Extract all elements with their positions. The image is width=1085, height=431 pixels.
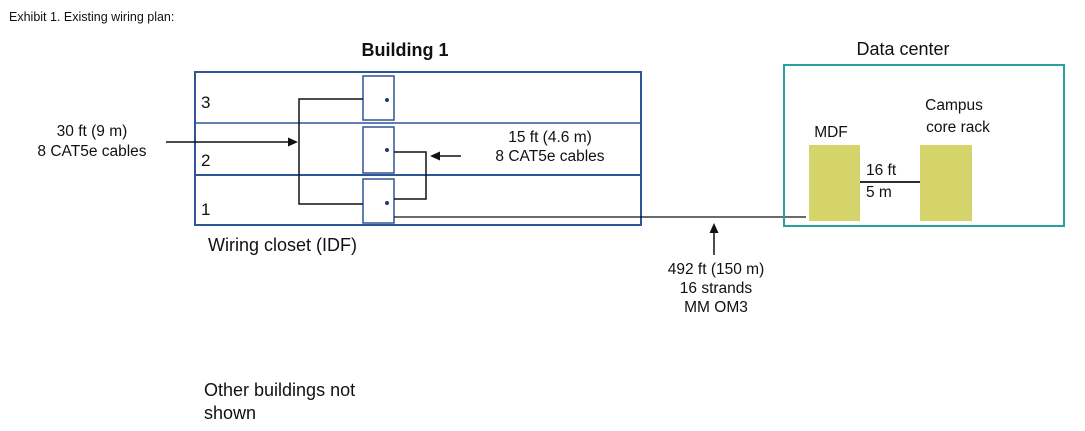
cat5e-run-floor-3 — [298, 98, 363, 205]
building-outline — [194, 71, 642, 226]
mdf-label: MDF — [814, 124, 848, 141]
cat5e-run-floor-2 — [394, 151, 427, 200]
mdf-rack — [809, 145, 860, 221]
closet-floor-3 — [362, 75, 395, 121]
closet-label: Wiring closet (IDF) — [208, 235, 357, 255]
floor-label-1: 1 — [201, 200, 210, 219]
building-title: Building 1 — [362, 40, 449, 60]
floor2-run-cables: 8 CAT5e cables — [495, 148, 604, 165]
core-rack-label-line2: core rack — [926, 119, 990, 136]
fiber-run-strands: 16 strands — [680, 280, 753, 297]
closet-port-floor-3 — [385, 98, 389, 102]
core-rack — [920, 145, 972, 221]
floor3-run-length: 30 ft (9 m) — [57, 123, 128, 140]
closet-floor-2 — [362, 126, 395, 174]
floor-label-3: 3 — [201, 93, 210, 112]
fiber-run-type: MM OM3 — [684, 299, 748, 316]
exhibit-caption: Exhibit 1. Existing wiring plan: — [9, 10, 174, 24]
mdf-core-link-m: 5 m — [866, 184, 892, 201]
fiber-run-arrowhead — [709, 223, 719, 233]
annotation-floor-3-run: 30 ft (9 m) 8 CAT5e cables — [37, 123, 298, 160]
footnote-line-2: shown — [204, 403, 256, 423]
data-center-title: Data center — [856, 39, 949, 59]
closet-port-floor-1 — [385, 201, 389, 205]
footnote-line-1: Other buildings not — [204, 380, 355, 400]
core-rack-label-line1: Campus — [925, 97, 983, 114]
annotation-floor-2-run: 15 ft (4.6 m) 8 CAT5e cables — [430, 129, 605, 165]
floor3-run-cables: 8 CAT5e cables — [37, 143, 146, 160]
mdf-core-link-ft: 16 ft — [866, 162, 897, 179]
building-1: Building 1 3 2 1 Wiring closet (IDF) — [194, 40, 642, 255]
floor3-run-arrowhead — [288, 137, 298, 147]
closet-port-floor-2 — [385, 148, 389, 152]
data-center-outline — [783, 64, 1065, 227]
fiber-run-length: 492 ft (150 m) — [668, 261, 765, 278]
floor-label-2: 2 — [201, 151, 210, 170]
closet-floor-1 — [362, 178, 395, 224]
data-center: Data center MDF Campus core rack 16 ft 5… — [783, 39, 1065, 227]
floor2-run-arrowhead — [430, 151, 440, 161]
floor2-run-length: 15 ft (4.6 m) — [508, 129, 592, 146]
fiber-run: 492 ft (150 m) 16 strands MM OM3 — [394, 216, 806, 316]
